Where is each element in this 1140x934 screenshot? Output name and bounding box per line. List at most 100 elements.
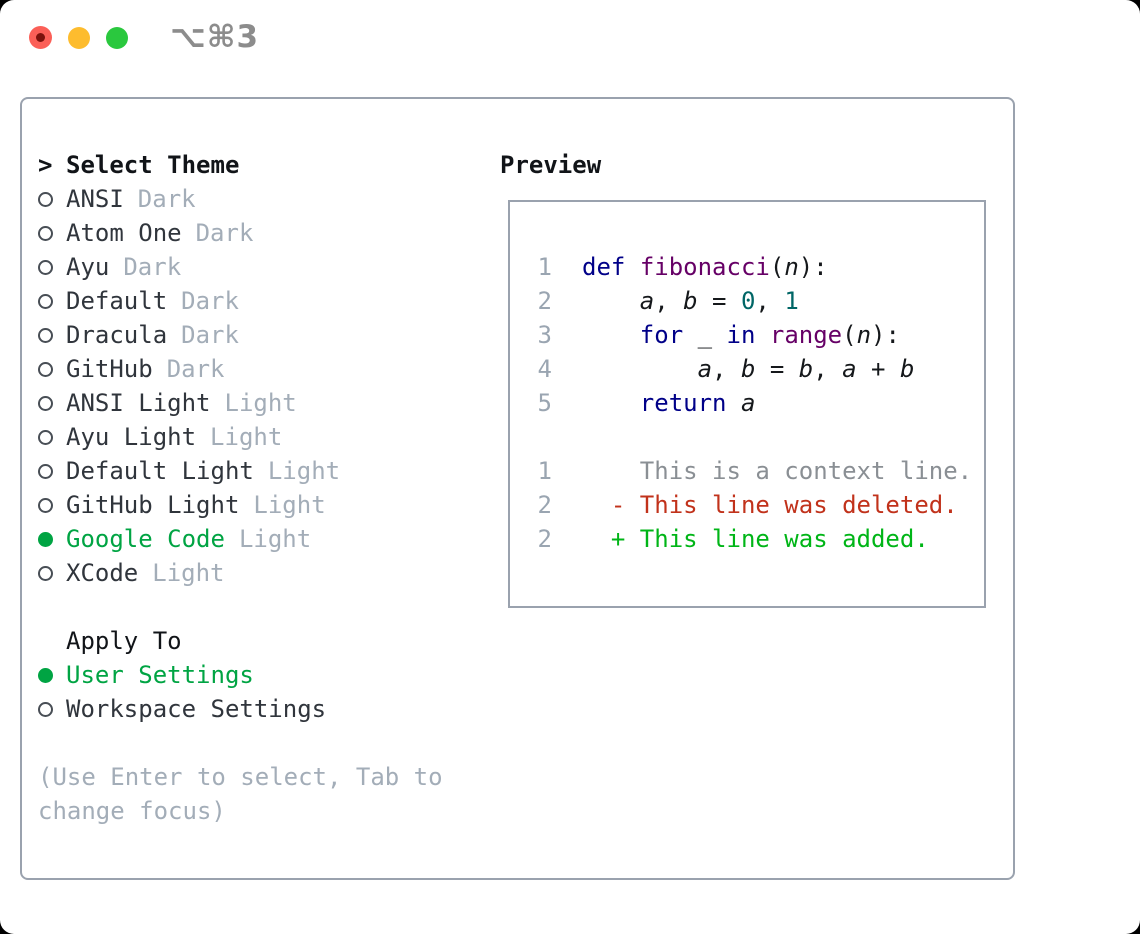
apply-to-label: Apply To: [66, 627, 182, 655]
theme-name: XCode: [66, 559, 139, 587]
line-number: 4: [537, 355, 552, 383]
radio-icon: [38, 497, 53, 513]
marker-column: [38, 327, 66, 343]
marker-column: [38, 225, 66, 241]
theme-variant: Dark: [137, 185, 196, 213]
radio-icon: [38, 701, 53, 717]
line-number: 1: [537, 457, 552, 485]
code-text: def fibonacci(n):: [582, 253, 828, 281]
radio-icon: [38, 259, 53, 275]
theme-name: GitHub Light: [66, 491, 240, 519]
radio-icon: [38, 293, 53, 309]
select-theme-label: Select Theme: [66, 151, 240, 179]
theme-option[interactable]: Dracula Dark: [38, 318, 478, 352]
apply-to-option[interactable]: User Settings: [38, 658, 478, 692]
apply-to-header: Apply To: [38, 624, 478, 658]
code-line: 5 return a: [510, 386, 984, 420]
select-theme-header: > Select Theme: [38, 148, 478, 182]
minimize-button[interactable]: [68, 26, 90, 49]
theme-name: GitHub: [66, 355, 153, 383]
theme-option[interactable]: ANSI Dark: [38, 182, 478, 216]
theme-variant: Dark: [181, 321, 239, 349]
focus-caret-icon: >: [38, 151, 53, 179]
theme-name: ANSI: [66, 185, 124, 213]
theme-option[interactable]: GitHub Dark: [38, 352, 478, 386]
diff-text: + This line was added.: [582, 525, 929, 553]
theme-variant: Dark: [181, 287, 239, 315]
code-text: return a: [639, 389, 756, 417]
theme-variant: Light: [152, 559, 225, 587]
radio-icon: [38, 429, 53, 445]
theme-variant: Light: [267, 457, 341, 485]
theme-variant: Light: [253, 491, 326, 519]
radio-selected-icon: [38, 667, 53, 683]
zoom-button[interactable]: [106, 26, 128, 49]
apply-option-label: Workspace Settings: [66, 695, 327, 723]
theme-option[interactable]: XCode Light: [38, 556, 478, 590]
theme-option[interactable]: Default Dark: [38, 284, 478, 318]
diff-text: This is a context line.: [582, 457, 973, 485]
code-text: for _ in range(n):: [639, 321, 900, 349]
apply-to-option[interactable]: Workspace Settings: [38, 692, 478, 726]
marker-column: [38, 361, 66, 377]
theme-option[interactable]: Atom One Dark: [38, 216, 478, 250]
line-number: 3: [537, 321, 552, 349]
line-number: 5: [537, 389, 552, 417]
radio-icon: [38, 191, 53, 207]
radio-icon: [38, 565, 53, 581]
code-line: 4 a, b = b, a + b: [510, 352, 984, 386]
spacer: [38, 726, 478, 760]
marker-column: [38, 565, 66, 581]
code-text: a, b = b, a + b: [697, 355, 915, 383]
diff-line-context: 1 This is a context line.: [510, 454, 984, 488]
line-number: 2: [537, 525, 552, 553]
marker-column: [38, 429, 66, 445]
line-number: 2: [537, 491, 552, 519]
titlebar: ⌥⌘3: [0, 0, 1140, 74]
code-text: a, b = 0, 1: [639, 287, 799, 315]
code-line: 1 def fibonacci(n):: [510, 250, 984, 284]
theme-name: Dracula: [66, 321, 168, 349]
theme-name: Ayu: [66, 253, 110, 281]
marker-column: >: [38, 151, 66, 179]
theme-option[interactable]: GitHub Light Light: [38, 488, 478, 522]
marker-column: [38, 259, 66, 275]
marker-column: [38, 293, 66, 309]
close-button[interactable]: [29, 26, 52, 49]
theme-name: Default Light: [66, 457, 254, 485]
code-line: 2 a, b = 0, 1: [510, 284, 984, 318]
marker-column: [38, 191, 66, 207]
theme-variant: Light: [238, 525, 312, 553]
radio-icon: [38, 361, 53, 377]
theme-name: Default: [66, 287, 168, 315]
code-line: 3 for _ in range(n):: [510, 318, 984, 352]
theme-variant: Dark: [195, 219, 254, 247]
window-title: ⌥⌘3: [170, 19, 260, 55]
theme-option[interactable]: Google Code Light: [38, 522, 478, 556]
marker-column: [38, 395, 66, 411]
theme-variant: Light: [210, 423, 283, 451]
marker-column: [38, 701, 66, 717]
radio-icon: [38, 327, 53, 343]
marker-column: [38, 463, 66, 479]
theme-option[interactable]: Ayu Dark: [38, 250, 478, 284]
theme-variant: Dark: [123, 253, 182, 281]
theme-option[interactable]: Default Light Light: [38, 454, 478, 488]
theme-name: Google Code: [66, 525, 225, 553]
diff-preview: 1 This is a context line. 2 - This line w…: [510, 454, 984, 556]
diff-text: - This line was deleted.: [582, 491, 958, 519]
apply-option-label: User Settings: [66, 661, 254, 689]
marker-column: [38, 497, 66, 513]
theme-variant: Dark: [166, 355, 225, 383]
line-number: 1: [537, 253, 552, 281]
theme-name: Atom One: [66, 219, 182, 247]
